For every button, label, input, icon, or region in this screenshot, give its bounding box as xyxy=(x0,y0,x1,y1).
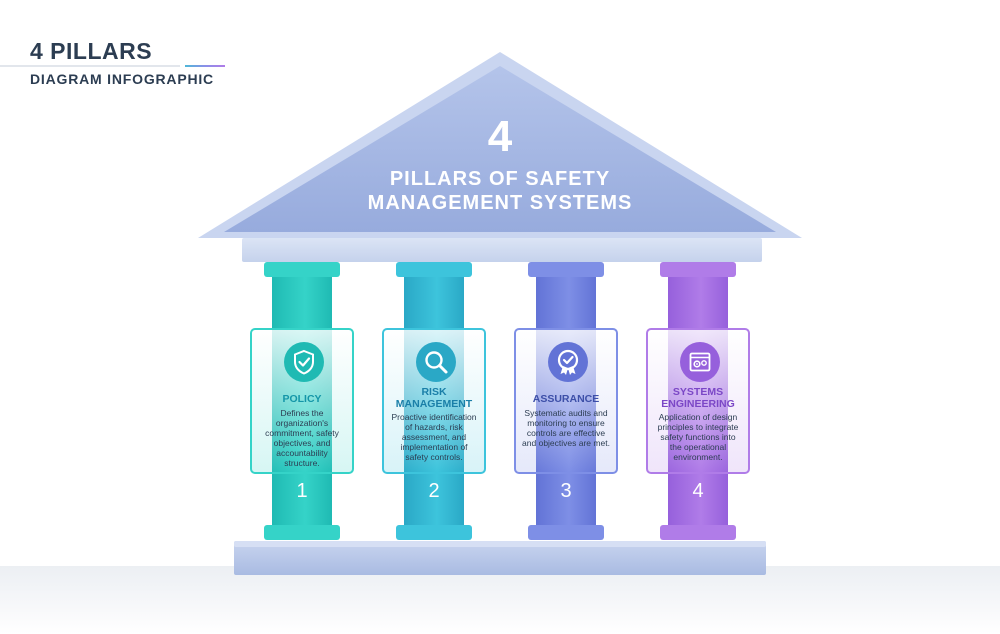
magnifier-icon xyxy=(416,342,456,382)
pillar-4: 4 SYSTEMS ENGINEERING Application of des… xyxy=(646,262,750,540)
roof-title-line-1: PILLARS OF SAFETY xyxy=(389,168,611,190)
page-subtitle: DIAGRAM INFOGRAPHIC xyxy=(30,71,214,87)
pillar-title: POLICY xyxy=(282,393,322,405)
pillar-number: 1 xyxy=(296,480,308,502)
pillar-description: Proactive identification of hazards, ris… xyxy=(391,412,477,462)
roof-number: 4 xyxy=(487,112,513,161)
pillar-base xyxy=(396,525,472,540)
foundation-top-edge xyxy=(234,541,766,547)
pillar-number: 3 xyxy=(560,480,572,502)
browser-gears-icon xyxy=(680,342,720,382)
pillar-capital xyxy=(528,262,604,277)
title-accent-bar xyxy=(185,65,225,67)
pillar-title: RISK MANAGEMENT xyxy=(395,386,473,410)
pillar-3: 3 ASSURANCE Systematic audits and monito… xyxy=(514,262,618,540)
roof-inner xyxy=(224,66,776,232)
pillar-card: ASSURANCE Systematic audits and monitori… xyxy=(514,328,618,474)
page-title: 4 PILLARS xyxy=(30,38,153,64)
pillar-description: Application of design principles to inte… xyxy=(657,412,739,462)
pillar-number: 2 xyxy=(428,480,440,502)
floor-shadow xyxy=(0,566,1000,634)
pillar-base xyxy=(660,525,736,540)
pillar-base xyxy=(528,525,604,540)
pillar-card: POLICY Defines the organization's commit… xyxy=(250,328,354,474)
pillar-number: 4 xyxy=(692,480,704,502)
architrave-beam xyxy=(242,238,762,262)
pillar-1: 1 POLICY Defines the organization's comm… xyxy=(250,262,354,540)
pillar-capital xyxy=(660,262,736,277)
award-badge-icon xyxy=(548,342,588,382)
pillar-2: 2 RISK MANAGEMENT Proactive identificati… xyxy=(382,262,486,540)
pillar-base xyxy=(264,525,340,540)
pillar-capital xyxy=(264,262,340,277)
pillar-description: Systematic audits and monitoring to ensu… xyxy=(522,408,610,448)
pillar-title: ASSURANCE xyxy=(532,393,600,405)
title-underline xyxy=(0,65,180,67)
shield-check-icon xyxy=(284,342,324,382)
pillar-title: SYSTEMS ENGINEERING xyxy=(661,386,735,410)
pillar-capital xyxy=(396,262,472,277)
pillar-card: RISK MANAGEMENT Proactive identification… xyxy=(382,328,486,474)
pillar-card: SYSTEMS ENGINEERING Application of desig… xyxy=(646,328,750,474)
roof-title-line-2: MANAGEMENT SYSTEMS xyxy=(367,192,633,214)
pillar-description: Defines the organization's commitment, s… xyxy=(265,408,339,468)
